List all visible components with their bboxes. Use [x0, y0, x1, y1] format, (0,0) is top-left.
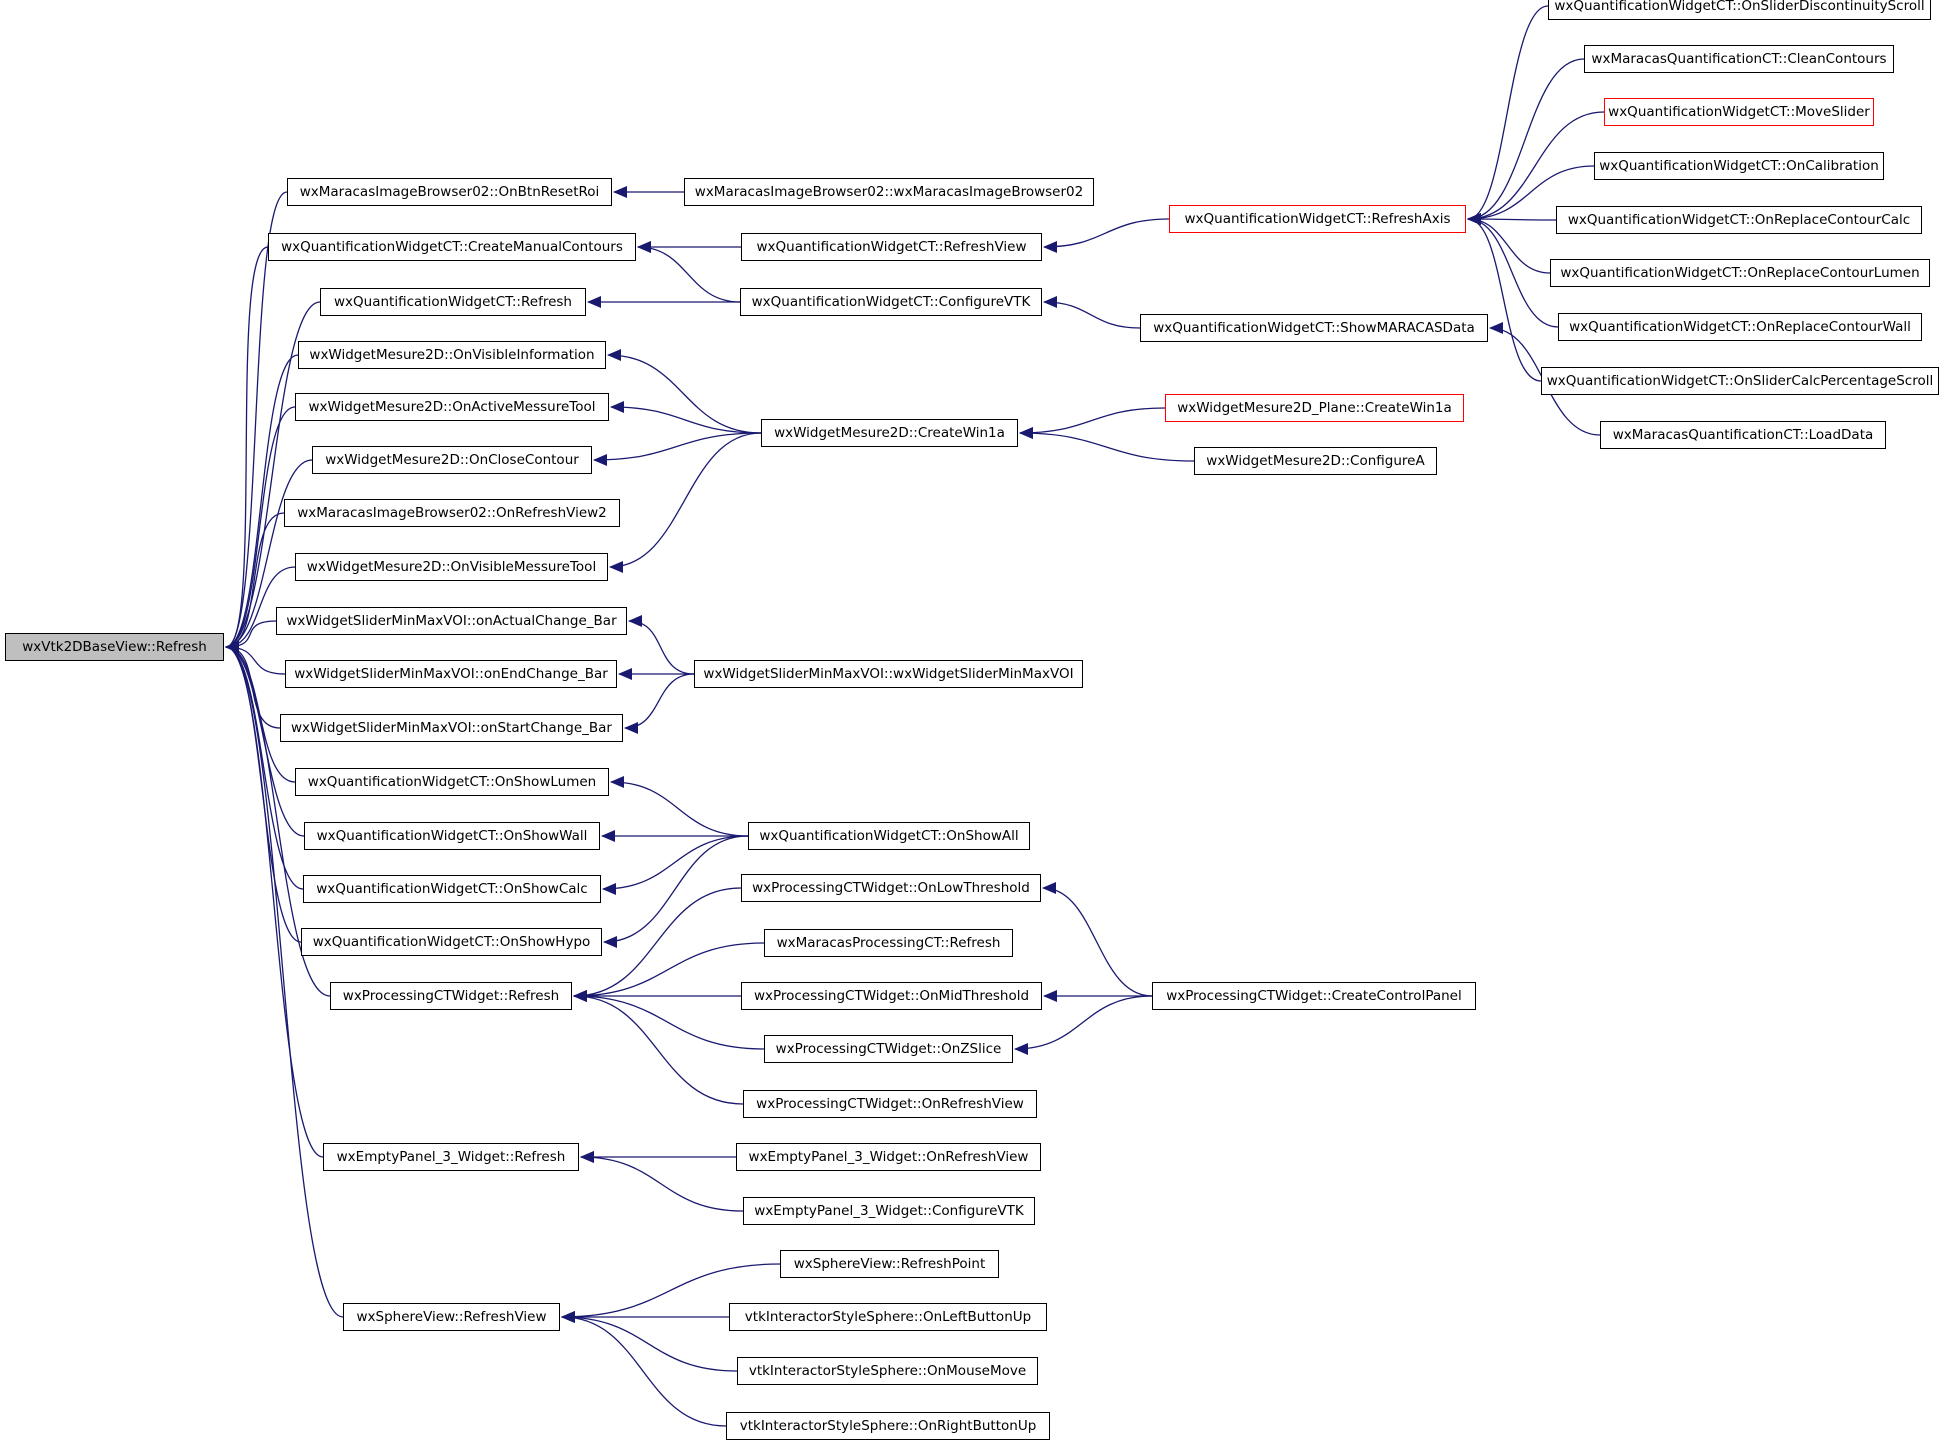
function-node[interactable]: wxWidgetMesure2D::OnVisibleInformation	[298, 341, 606, 369]
function-node[interactable]: wxQuantificationWidgetCT::Refresh	[320, 288, 586, 316]
call-edge	[610, 401, 762, 434]
function-node[interactable]: wxWidgetSliderMinMaxVOI::onEndChange_Bar	[285, 660, 617, 688]
call-edge	[225, 641, 304, 890]
function-node[interactable]: wxQuantificationWidgetCT::OnSliderDiscon…	[1548, 0, 1931, 20]
call-edge	[1467, 213, 1559, 328]
function-node[interactable]: wxSphereView::RefreshView	[343, 1303, 560, 1331]
function-node[interactable]: wxQuantificationWidgetCT::OnReplaceConto…	[1558, 313, 1922, 341]
function-node[interactable]: wxQuantificationWidgetCT::OnReplaceConto…	[1556, 206, 1922, 234]
call-edge	[1014, 995, 1153, 1055]
function-node[interactable]: wxSphereView::RefreshPoint	[780, 1250, 999, 1278]
call-edge	[1019, 407, 1166, 439]
function-node[interactable]: wxWidgetMesure2D::CreateWin1a	[761, 419, 1018, 447]
function-node[interactable]: wxEmptyPanel_3_Widget::OnRefreshView	[736, 1143, 1041, 1171]
function-node[interactable]: wxQuantificationWidgetCT::ConfigureVTK	[740, 288, 1042, 316]
call-edge	[1019, 427, 1195, 462]
call-edge	[225, 301, 321, 653]
call-edge	[1467, 58, 1585, 225]
function-node[interactable]: wxEmptyPanel_3_Widget::ConfigureVTK	[743, 1197, 1035, 1225]
function-node[interactable]: wxWidgetMesure2D::OnVisibleMessureTool	[295, 553, 608, 581]
function-node[interactable]: wxMaracasImageBrowser02::OnRefreshView2	[284, 499, 620, 527]
function-node[interactable]: wxProcessingCTWidget::OnZSlice	[764, 1035, 1013, 1063]
function-node[interactable]: wxQuantificationWidgetCT::OnShowCalc	[303, 875, 601, 903]
function-node[interactable]: wxMaracasProcessingCT::Refresh	[764, 929, 1013, 957]
function-node[interactable]: wxProcessingCTWidget::OnLowThreshold	[741, 874, 1041, 902]
call-edge	[573, 990, 744, 1105]
call-edge	[1043, 218, 1170, 253]
call-edge	[573, 887, 742, 1002]
function-node[interactable]: wxProcessingCTWidget::OnMidThreshold	[741, 982, 1042, 1010]
function-node[interactable]: wxMaracasQuantificationCT::CleanContours	[1584, 45, 1894, 73]
call-edge	[1467, 111, 1605, 225]
call-edge	[624, 673, 695, 734]
edge-layer	[225, 5, 1605, 1427]
root-function-node: wxVtk2DBaseView::Refresh	[5, 633, 224, 661]
function-node[interactable]: vtkInteractorStyleSphere::OnMouseMove	[737, 1357, 1038, 1385]
call-edge	[603, 835, 749, 948]
call-edge	[561, 1311, 727, 1427]
function-node[interactable]: wxQuantificationWidgetCT::OnSliderCalcPe…	[1541, 367, 1939, 395]
function-node[interactable]: wxQuantificationWidgetCT::RefreshAxis	[1169, 205, 1466, 233]
call-edge	[1467, 213, 1557, 226]
function-node[interactable]: wxQuantificationWidgetCT::OnShowHypo	[301, 928, 602, 956]
function-node[interactable]: wxQuantificationWidgetCT::CreateManualCo…	[268, 233, 636, 261]
function-node[interactable]: wxMaracasImageBrowser02::wxMaracasImageB…	[684, 178, 1094, 206]
function-node[interactable]: wxMaracasQuantificationCT::LoadData	[1600, 421, 1886, 449]
call-edge	[1042, 882, 1153, 997]
call-edge	[602, 835, 749, 895]
function-node[interactable]: wxQuantificationWidgetCT::OnCalibration	[1594, 152, 1884, 180]
function-node[interactable]: vtkInteractorStyleSphere::OnRightButtonU…	[726, 1412, 1050, 1440]
call-edge	[225, 641, 331, 997]
function-node[interactable]: wxMaracasImageBrowser02::OnBtnResetRoi	[287, 178, 612, 206]
function-node[interactable]: wxWidgetMesure2D_Plane::CreateWin1a	[1165, 394, 1464, 422]
call-edge	[225, 641, 324, 1158]
call-edge	[637, 241, 741, 303]
function-node[interactable]: wxProcessingCTWidget::OnRefreshView	[743, 1090, 1037, 1118]
call-edge	[610, 776, 749, 837]
function-node[interactable]: wxQuantificationWidgetCT::OnShowAll	[748, 822, 1030, 850]
call-edge	[225, 246, 269, 653]
function-node[interactable]: wxWidgetSliderMinMaxVOI::onActualChange_…	[276, 607, 627, 635]
call-edge	[561, 1263, 781, 1323]
call-edge	[1467, 213, 1542, 382]
function-node[interactable]: vtkInteractorStyleSphere::OnLeftButtonUp	[729, 1303, 1047, 1331]
function-node[interactable]: wxProcessingCTWidget::Refresh	[330, 982, 572, 1010]
function-node[interactable]: wxQuantificationWidgetCT::MoveSlider	[1604, 98, 1874, 126]
call-edge	[1467, 5, 1549, 225]
function-node[interactable]: wxQuantificationWidgetCT::RefreshView	[741, 233, 1042, 261]
function-node[interactable]: wxWidgetMesure2D::ConfigureA	[1194, 447, 1437, 475]
function-node[interactable]: wxQuantificationWidgetCT::ShowMARACASDat…	[1140, 314, 1488, 342]
function-node[interactable]: wxQuantificationWidgetCT::OnReplaceConto…	[1550, 259, 1930, 287]
call-edge	[1467, 165, 1595, 225]
function-node[interactable]: wxWidgetMesure2D::OnActiveMessureTool	[295, 393, 609, 421]
call-edge	[225, 641, 344, 1318]
call-edge	[561, 1311, 738, 1372]
function-node[interactable]: wxWidgetSliderMinMaxVOI::onStartChange_B…	[280, 714, 623, 742]
call-edge	[628, 615, 695, 675]
call-edge	[580, 1151, 744, 1212]
function-node[interactable]: wxQuantificationWidgetCT::OnShowLumen	[295, 768, 609, 796]
call-edge	[609, 432, 762, 573]
function-node[interactable]: wxWidgetMesure2D::OnCloseContour	[312, 446, 592, 474]
call-edge	[593, 432, 762, 466]
call-edge	[225, 354, 299, 653]
function-node[interactable]: wxWidgetSliderMinMaxVOI::wxWidgetSliderM…	[694, 660, 1083, 688]
call-edge	[225, 406, 296, 653]
call-edge	[1043, 296, 1141, 329]
call-edge	[573, 942, 765, 1002]
call-edge	[573, 990, 765, 1050]
function-node[interactable]: wxQuantificationWidgetCT::OnShowWall	[304, 822, 600, 850]
function-node[interactable]: wxProcessingCTWidget::CreateControlPanel	[1152, 982, 1476, 1010]
call-edge	[607, 349, 762, 434]
function-node[interactable]: wxEmptyPanel_3_Widget::Refresh	[323, 1143, 579, 1171]
